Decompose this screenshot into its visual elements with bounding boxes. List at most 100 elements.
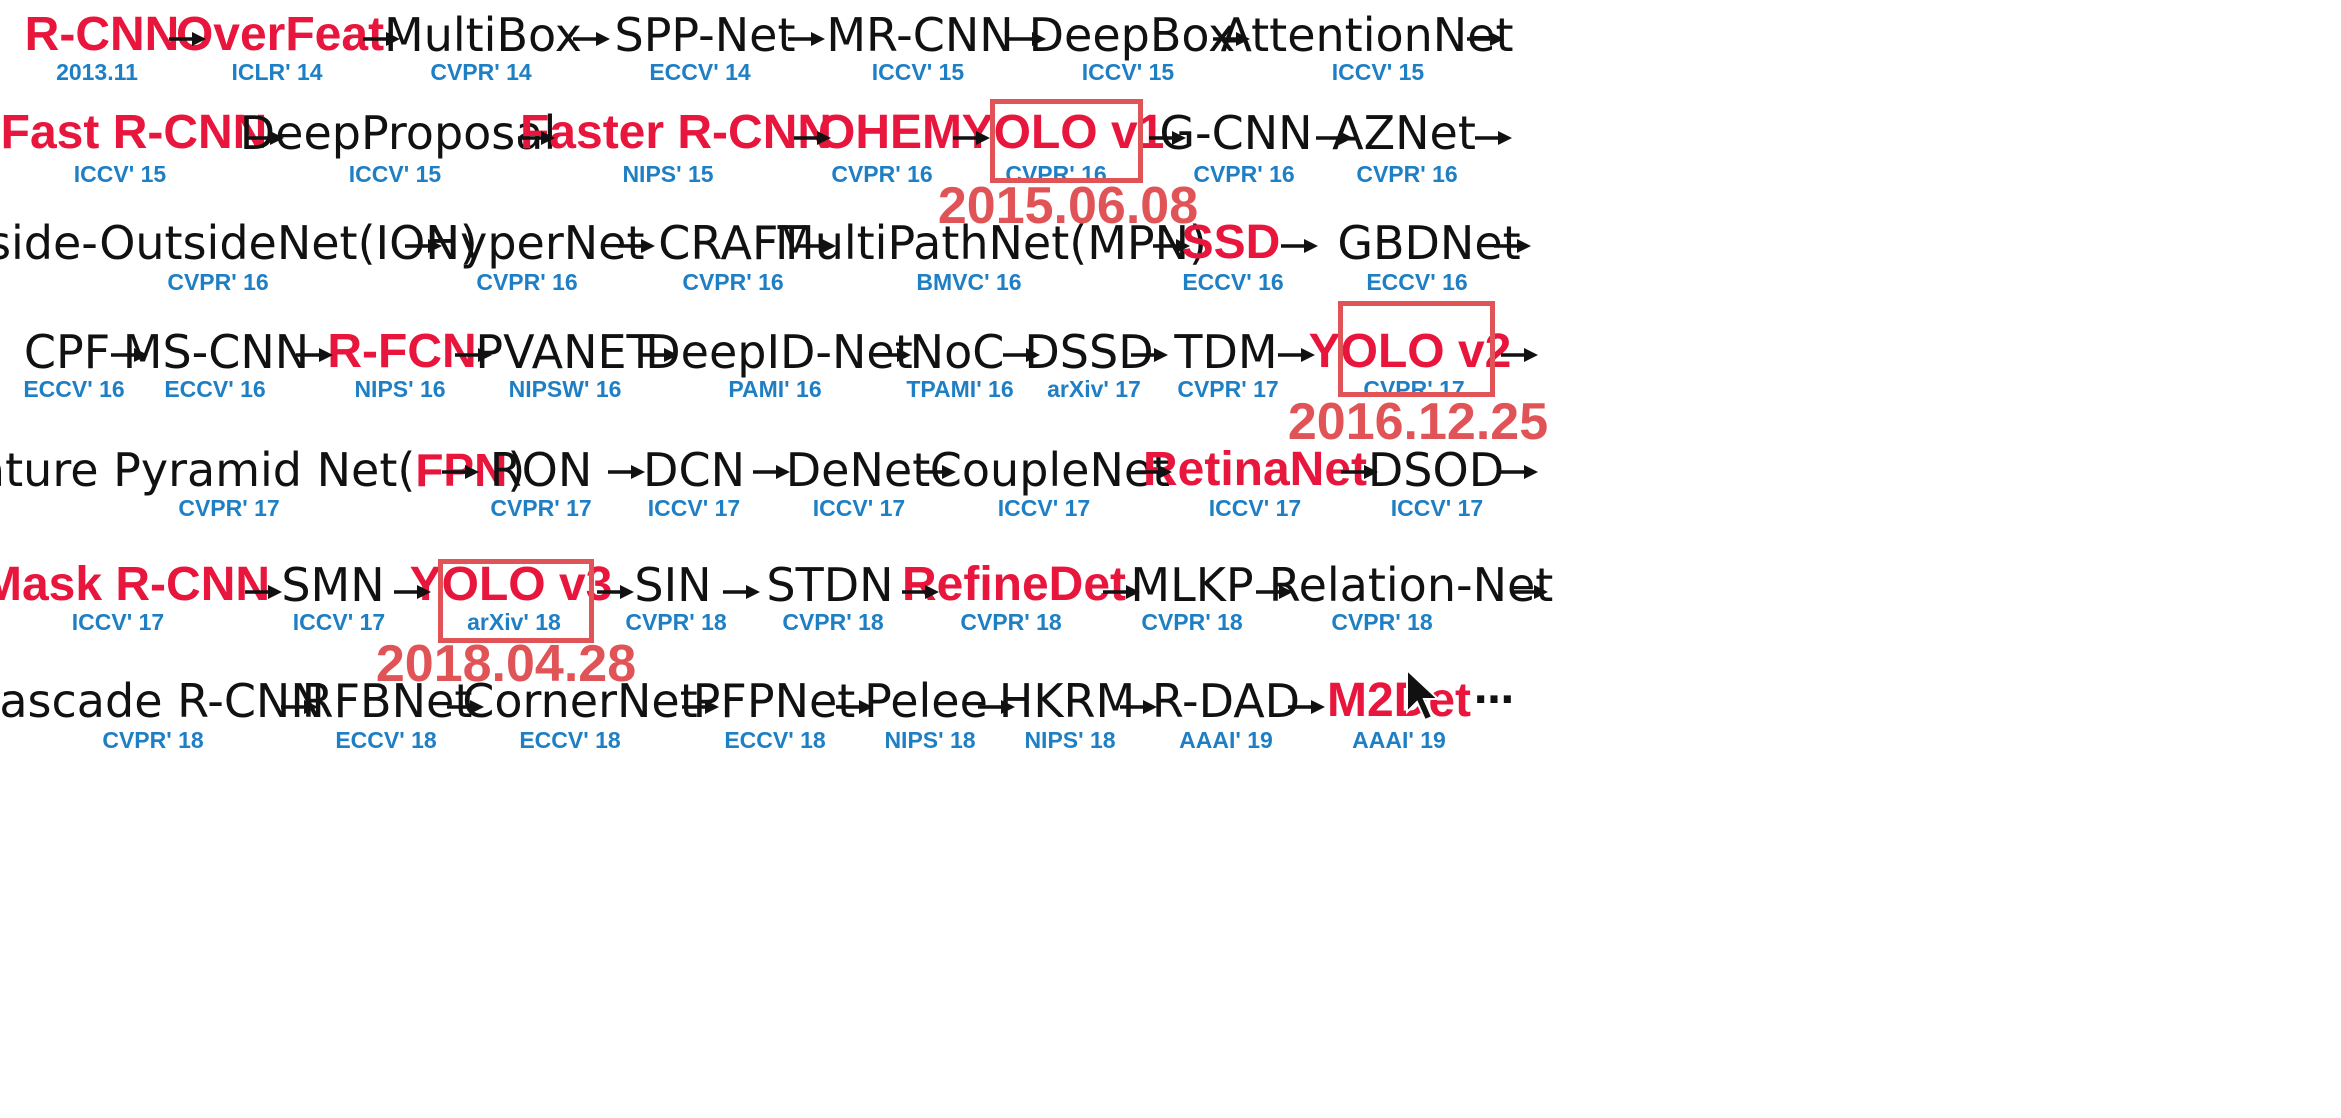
node-m2det: M2Det <box>1326 674 1472 727</box>
arrow-icon <box>447 700 484 714</box>
node-ohem: OHEM <box>818 106 962 159</box>
venue-fast-r-cnn: ICCV' 15 <box>73 161 167 187</box>
node-hypernet: HyperNet <box>425 216 645 270</box>
venue-ms-cnn: ECCV' 16 <box>164 376 266 402</box>
arrow-icon <box>169 32 206 46</box>
node-sin: SIN <box>634 558 712 612</box>
node-cpf: CPF <box>23 325 111 379</box>
venue-couplenet: ICCV' 17 <box>997 495 1091 521</box>
venue-deepbox: ICCV' 15 <box>1081 59 1175 85</box>
node-name-part: ) <box>507 443 526 497</box>
node-dsod: DSOD <box>1367 443 1505 497</box>
node-ssd: SSD <box>1181 216 1281 269</box>
venue-pvanet: NIPSW' 16 <box>508 376 622 402</box>
node-aznet: AZNet <box>1332 106 1476 160</box>
node-deepbox: DeepBox <box>1028 8 1236 62</box>
node-deepid-net: DeepID-Net <box>645 325 913 379</box>
venue-spp-net: ECCV' 14 <box>649 59 751 85</box>
highlight-box <box>438 559 594 643</box>
node-yolo-v3: YOLO v3 <box>409 558 613 611</box>
venue-dsod: ICCV' 17 <box>1390 495 1484 521</box>
venue-pelee: NIPS' 18 <box>884 727 976 753</box>
arrow-icon <box>281 700 318 714</box>
node-rfbnet: RFBNet <box>301 674 473 728</box>
venue-smn: ICCV' 17 <box>292 609 386 635</box>
venue-g-cnn: CVPR' 16 <box>1193 161 1295 187</box>
node-retinanet: RetinaNet <box>1142 443 1368 496</box>
arrow-icon <box>597 585 634 599</box>
venue-r-fcn: NIPS' 16 <box>354 376 446 402</box>
venue-attentionnet: ICCV' 15 <box>1331 59 1425 85</box>
arrow-icon <box>723 585 760 599</box>
node-inside-outsidenet-ion: Inside-OutsideNet(ION) <box>0 216 478 270</box>
arrow-icon <box>682 700 719 714</box>
arrow-icon <box>1153 239 1190 253</box>
venue-overfeat: ICLR' 14 <box>231 59 323 85</box>
node-stdn: STDN <box>766 558 894 612</box>
node-mr-cnn: MR-CNN <box>826 8 1014 62</box>
node-name-part: FPN <box>415 444 508 496</box>
arrow-icon <box>1149 131 1186 145</box>
node-multipathnet-mpn: MultiPathNet(MPN) <box>775 216 1207 270</box>
arrow-icon <box>455 348 492 362</box>
arrow-icon <box>902 585 939 599</box>
node-pelee: Pelee <box>864 674 988 728</box>
node-g-cnn: G-CNN <box>1159 106 1313 160</box>
arrow-icon <box>1341 465 1378 479</box>
venue-sin: CVPR' 18 <box>625 609 727 635</box>
venue-inside-outsidenet-ion: CVPR' 16 <box>167 269 269 295</box>
arrow-icon <box>518 131 555 145</box>
venue-refinedet: CVPR' 18 <box>960 609 1062 635</box>
venue-stdn: CVPR' 18 <box>782 609 884 635</box>
arrow-icon <box>405 239 442 253</box>
arrow-icon <box>1009 32 1046 46</box>
arrow-icon <box>1467 32 1504 46</box>
node-noc: NoC <box>909 325 1005 379</box>
arrow-icon <box>753 465 790 479</box>
venue-faster-r-cnn: NIPS' 15 <box>622 161 714 187</box>
venue-craft: CVPR' 16 <box>682 269 784 295</box>
venue-m2det: AAAI' 19 <box>1352 727 1446 753</box>
arrow-icon <box>919 465 956 479</box>
venue-mask-r-cnn: ICCV' 17 <box>71 609 165 635</box>
node-couplenet: CoupleNet <box>929 443 1171 497</box>
node-craft: CRAFT <box>658 216 806 270</box>
arrow-icon <box>641 348 678 362</box>
arrow-icon <box>1316 131 1353 145</box>
arrow-icon <box>608 465 645 479</box>
venue-tdm: CVPR' 17 <box>1177 376 1279 402</box>
venue-rfbnet: ECCV' 18 <box>335 727 437 753</box>
node-fast-r-cnn: Fast R-CNN <box>0 106 268 159</box>
node-mlkp: MLKP <box>1130 558 1254 612</box>
venue-cornernet: ECCV' 18 <box>519 727 621 753</box>
arrow-icon <box>1501 348 1538 362</box>
arrow-icon <box>1003 348 1040 362</box>
node-ms-cnn: MS-CNN <box>122 325 310 379</box>
node-r-dad: R-DAD <box>1151 674 1301 728</box>
venue-yolo-v2: CVPR' 17 <box>1363 376 1465 402</box>
venue-cpf: ECCV' 16 <box>23 376 125 402</box>
arrow-icon <box>836 700 873 714</box>
node-pfpnet: PFPNet <box>692 674 856 728</box>
venue-mlkp: CVPR' 18 <box>1141 609 1243 635</box>
arrow-icon <box>1475 131 1512 145</box>
venue-cascade-r-cnn: CVPR' 18 <box>102 727 204 753</box>
node-overfeat: OverFeat <box>175 8 385 61</box>
venue-denet: ICCV' 17 <box>812 495 906 521</box>
arrow-icon <box>618 239 655 253</box>
node-multibox: MultiBox <box>384 8 582 62</box>
venue-r-cnn: 2013.11 <box>56 59 138 85</box>
node-r-cnn: R-CNN <box>24 8 180 61</box>
node-pvanet: PVANET <box>475 325 655 379</box>
node-refinedet: RefineDet <box>901 558 1127 611</box>
release-date-label: 2018.04.28 <box>375 635 637 693</box>
venue-dcn: ICCV' 17 <box>647 495 741 521</box>
node-cornernet: CornerNet <box>462 674 698 728</box>
arrow-icon <box>1256 585 1293 599</box>
venue-aznet: CVPR' 16 <box>1356 161 1458 187</box>
venue-ron: CVPR' 17 <box>490 495 592 521</box>
arrow-icon <box>978 700 1015 714</box>
venue-deepid-net: PAMI' 16 <box>728 376 822 402</box>
node-tdm: TDM <box>1174 325 1278 379</box>
